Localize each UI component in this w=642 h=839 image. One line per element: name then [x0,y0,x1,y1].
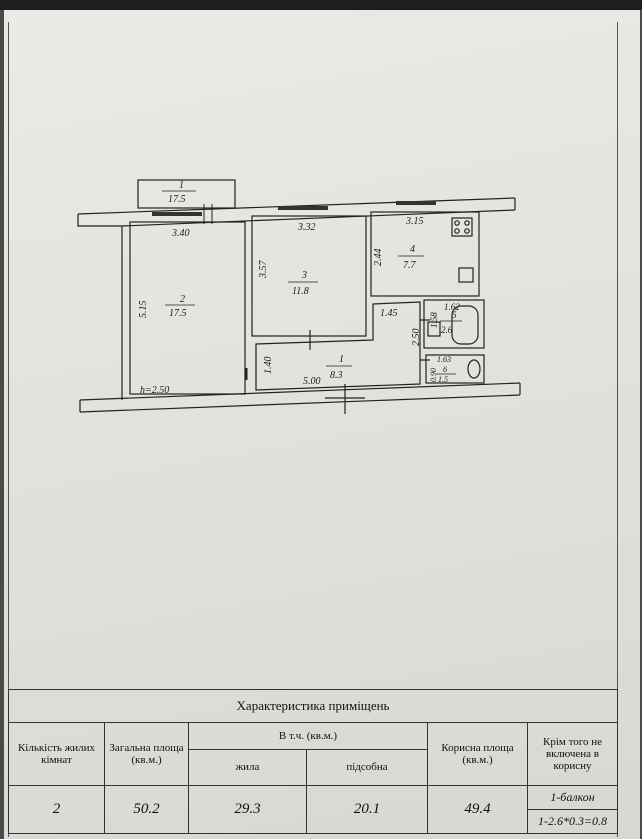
room-4-outline [370,211,480,297]
room-5-area: 2.6 [441,325,453,335]
bathtub-fixture [451,305,479,345]
dim-corridor-narrow: 2.50 [411,329,422,347]
room-3-outline [251,215,367,337]
header-living: жила [188,748,307,786]
room-4-number: 4 [410,244,415,255]
value-excluded-2: 1-2.6*0.3=0.8 [526,808,619,835]
dim-corridor-width: 1.40 [263,357,274,375]
ceiling-height: h=2.50 [140,385,169,396]
room-2-area: 17.5 [169,308,187,319]
room-2-outline [129,221,246,395]
room-4-area: 7.7 [403,260,417,271]
value-total-area: 50.2 [104,784,189,835]
window [152,212,202,216]
characteristics-table: Характеристика приміщень Кількість жилих… [7,688,619,835]
header-living-rooms: Кількість жилих кімнат [8,722,105,786]
room-6-area: 1.5 [438,375,448,384]
wall-line [79,394,521,413]
room-1-area: 8.3 [330,370,343,381]
header-total-area: Загальна площа (кв.м.) [104,722,189,786]
dim-room3-width: 3.32 [297,222,316,233]
header-useful-area: Корисна площа (кв.м.) [427,722,528,786]
wall-line [121,209,516,227]
stove-burner [454,228,460,234]
dim-wc-width: 1.63 [437,355,451,364]
dim-room4-width: 3.15 [405,216,424,227]
stove-burner [454,220,460,226]
room-1-outline [255,301,421,391]
room-3-area: 11.8 [292,286,309,297]
room-6-number: 6 [443,365,447,374]
value-auxiliary: 20.1 [306,784,428,835]
room-3-number: 3 [301,270,307,281]
washbasin-fixture [427,321,441,337]
drawing-frame [8,22,618,837]
table-title: Характеристика приміщень [7,688,619,724]
room-1-number: 1 [339,354,344,365]
room-5-outline [423,299,485,349]
dim-bath-width: 1.62 [444,302,460,312]
room-5-number: 5 [452,310,457,320]
dim-room4-length: 2.44 [373,249,384,267]
stove-fixture [451,217,473,237]
dim-room2-length: 5.15 [138,301,149,319]
stove-burner [464,220,470,226]
value-useful-area: 49.4 [427,784,528,835]
dim-wc-length: 0.90 [429,368,438,382]
window [396,201,436,205]
value-excluded-1: 1-балкон [526,784,619,810]
toilet-fixture [467,359,481,379]
dim-room2-width: 3.40 [171,228,190,239]
room-6-outline [425,354,485,384]
wall-line [79,382,521,401]
header-including: В т.ч. (кв.м.) [188,722,428,750]
stove-burner [464,228,470,234]
wall-line [77,214,122,227]
value-living-rooms: 2 [8,784,105,835]
sink-fixture [458,267,474,283]
header-excluded: Крім того не включена в корисну [526,722,619,786]
header-auxiliary: підсобна [306,748,428,786]
value-living: 29.3 [188,784,307,835]
floor-plan: 1 17.5 2 17.5 3 11.8 4 7.7 1 8.3 5 2.6 6… [77,179,521,414]
dim-corridor-step: 1.45 [380,308,398,319]
top-dark-edge [0,0,642,10]
window [278,206,328,210]
dim-room3-length: 3.57 [258,260,269,280]
dim-corridor-length: 5.00 [303,376,321,387]
dim-bath-length: 1.58 [429,312,439,328]
balcony-outline [137,179,236,209]
balcony-number: 1 [179,180,184,191]
balcony-area: 17.5 [168,194,186,205]
room-2-number: 2 [180,294,185,305]
